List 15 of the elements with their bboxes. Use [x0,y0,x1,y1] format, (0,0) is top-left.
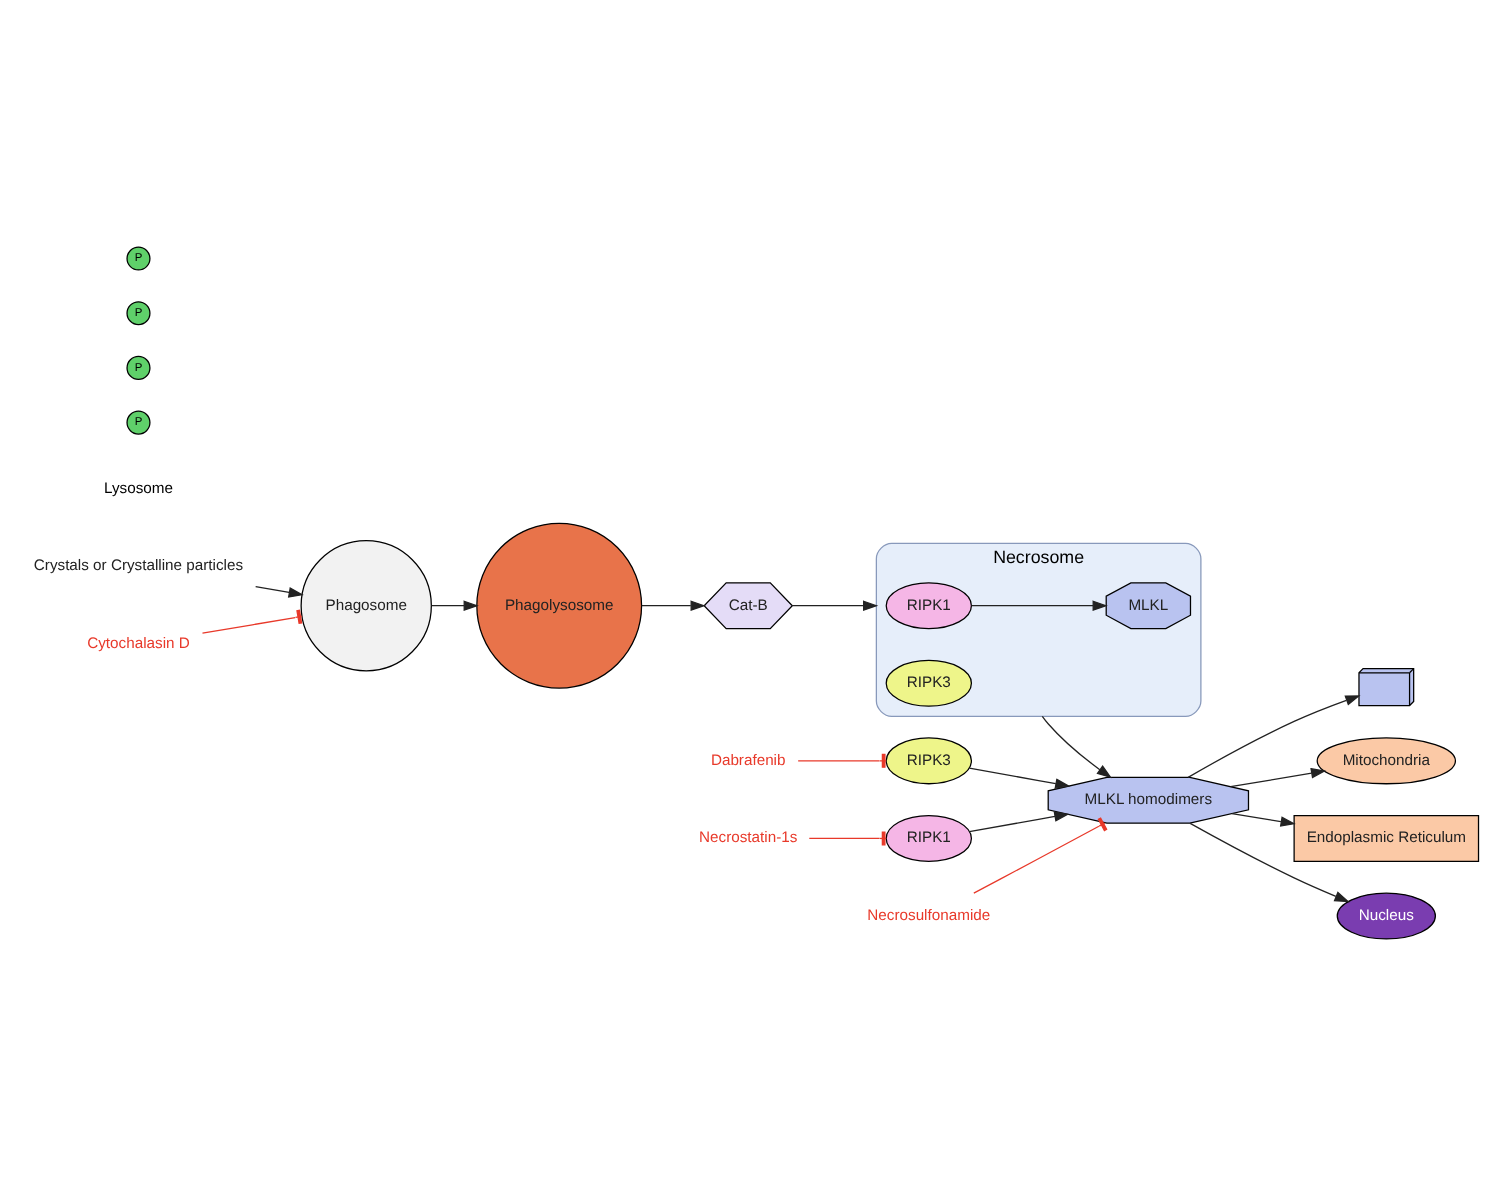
arrow [1189,822,1350,903]
connector [973,817,1108,894]
arrow [968,811,1070,833]
connector [201,609,303,634]
arrow [255,585,304,598]
arrow [641,600,706,612]
arrow [1231,813,1296,827]
connector [797,753,887,768]
arrow [1187,695,1361,778]
arrow [968,767,1071,789]
arrow [970,600,1108,612]
arrow [1041,715,1112,779]
arrow [1230,767,1327,788]
arrow [430,600,479,612]
arrow [791,600,879,612]
